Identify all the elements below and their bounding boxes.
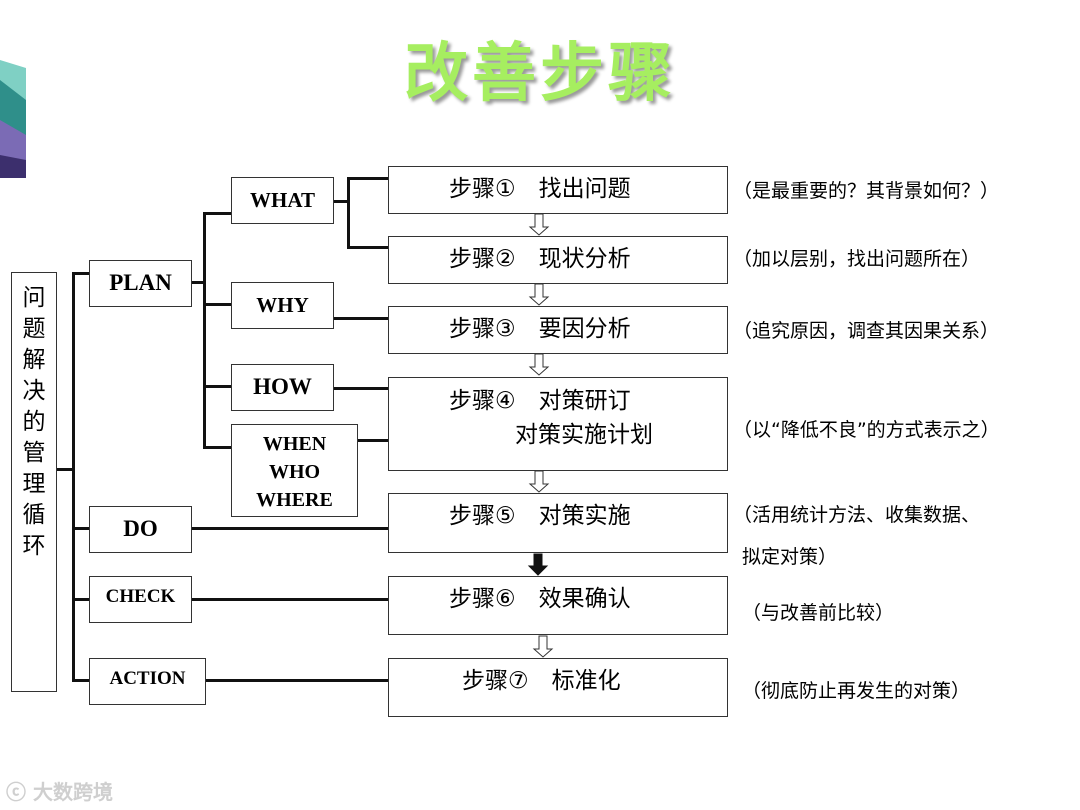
- category-action: ACTION: [89, 658, 206, 705]
- subcategory-what-label: WHAT: [250, 188, 315, 212]
- note-2: （加以层别，找出问题所在）: [733, 248, 981, 270]
- step-4-label: 步骤④ 对策研订: [449, 388, 631, 414]
- step-2-label: 步骤② 现状分析: [449, 246, 631, 272]
- step-7-box: 步骤⑦ 标准化: [388, 658, 728, 717]
- note-4: （以“降低不良”的方式表示之）: [733, 419, 1000, 441]
- step-5-label: 步骤⑤ 对策实施: [449, 503, 631, 529]
- step-3-box: 步骤③ 要因分析: [388, 306, 728, 354]
- category-check: CHECK: [89, 576, 192, 623]
- side-label-char: 的: [22, 409, 46, 435]
- step-5-box: 步骤⑤ 对策实施: [388, 493, 728, 553]
- note-6: （与改善前比较）: [742, 602, 895, 624]
- corner-decoration: [0, 60, 26, 178]
- category-action-label: ACTION: [109, 668, 186, 689]
- side-label-char: 问: [22, 285, 46, 311]
- side-label-char: 管: [22, 440, 46, 466]
- watermark-text: 大数跨境: [32, 780, 113, 804]
- subcategory-when-label: WHEN: [262, 433, 327, 455]
- side-label-box: 问 题 解 决 的 管 理 循 环: [11, 272, 57, 692]
- subcategory-who-label: WHO: [268, 461, 321, 483]
- side-label-char: 理: [22, 471, 46, 497]
- step-7-label: 步骤⑦ 标准化: [462, 668, 621, 694]
- step-1-label: 步骤① 找出问题: [449, 176, 631, 202]
- step-6-label: 步骤⑥ 效果确认: [449, 586, 631, 612]
- category-check-label: CHECK: [105, 586, 176, 607]
- step-arrows: [527, 213, 554, 658]
- filled-down-arrow-icon: [527, 553, 549, 576]
- side-label-char: 决: [22, 378, 46, 404]
- step-4-box: 步骤④ 对策研订 对策实施计划: [388, 377, 728, 471]
- step-6-box: 步骤⑥ 效果确认: [388, 576, 728, 635]
- subcategory-what: WHAT: [231, 177, 334, 224]
- subcategory-how-label: HOW: [253, 374, 312, 399]
- subcategory-where-label: WHERE: [256, 489, 333, 511]
- side-label-char: 环: [22, 533, 46, 559]
- note-7: （彻底防止再发生的对策）: [742, 680, 971, 702]
- note-3: （追究原因，调查其因果关系）: [733, 320, 1000, 342]
- step-4-label-2: 对策实施计划: [515, 422, 653, 448]
- note-5: （活用统计方法、收集数据、: [733, 504, 981, 526]
- subcategory-when-who-where: WHEN WHO WHERE: [231, 424, 358, 517]
- category-do: DO: [89, 506, 192, 553]
- side-label-char: 循: [22, 502, 46, 528]
- watermark: ⓒ 大数跨境: [6, 776, 113, 805]
- category-plan-label: PLAN: [109, 270, 172, 295]
- subcategory-why: WHY: [231, 282, 334, 329]
- page-title: 改善步骤: [404, 37, 676, 111]
- step-2-box: 步骤② 现状分析: [388, 236, 728, 284]
- step-1-box: 步骤① 找出问题: [388, 166, 728, 214]
- step-3-label: 步骤③ 要因分析: [449, 316, 631, 342]
- side-label-char: 解: [22, 347, 46, 373]
- subcategory-why-label: WHY: [256, 293, 309, 317]
- note-1: （是最重要的？其背景如何？）: [733, 180, 1000, 202]
- subcategory-how: HOW: [231, 364, 334, 411]
- category-plan: PLAN: [89, 260, 192, 307]
- down-arrow-icon: [528, 213, 554, 658]
- watermark-logo-icon: ⓒ: [6, 780, 33, 804]
- side-label-char: 题: [22, 316, 46, 342]
- category-do-label: DO: [123, 516, 158, 541]
- note-5-cont: 拟定对策）: [742, 546, 838, 568]
